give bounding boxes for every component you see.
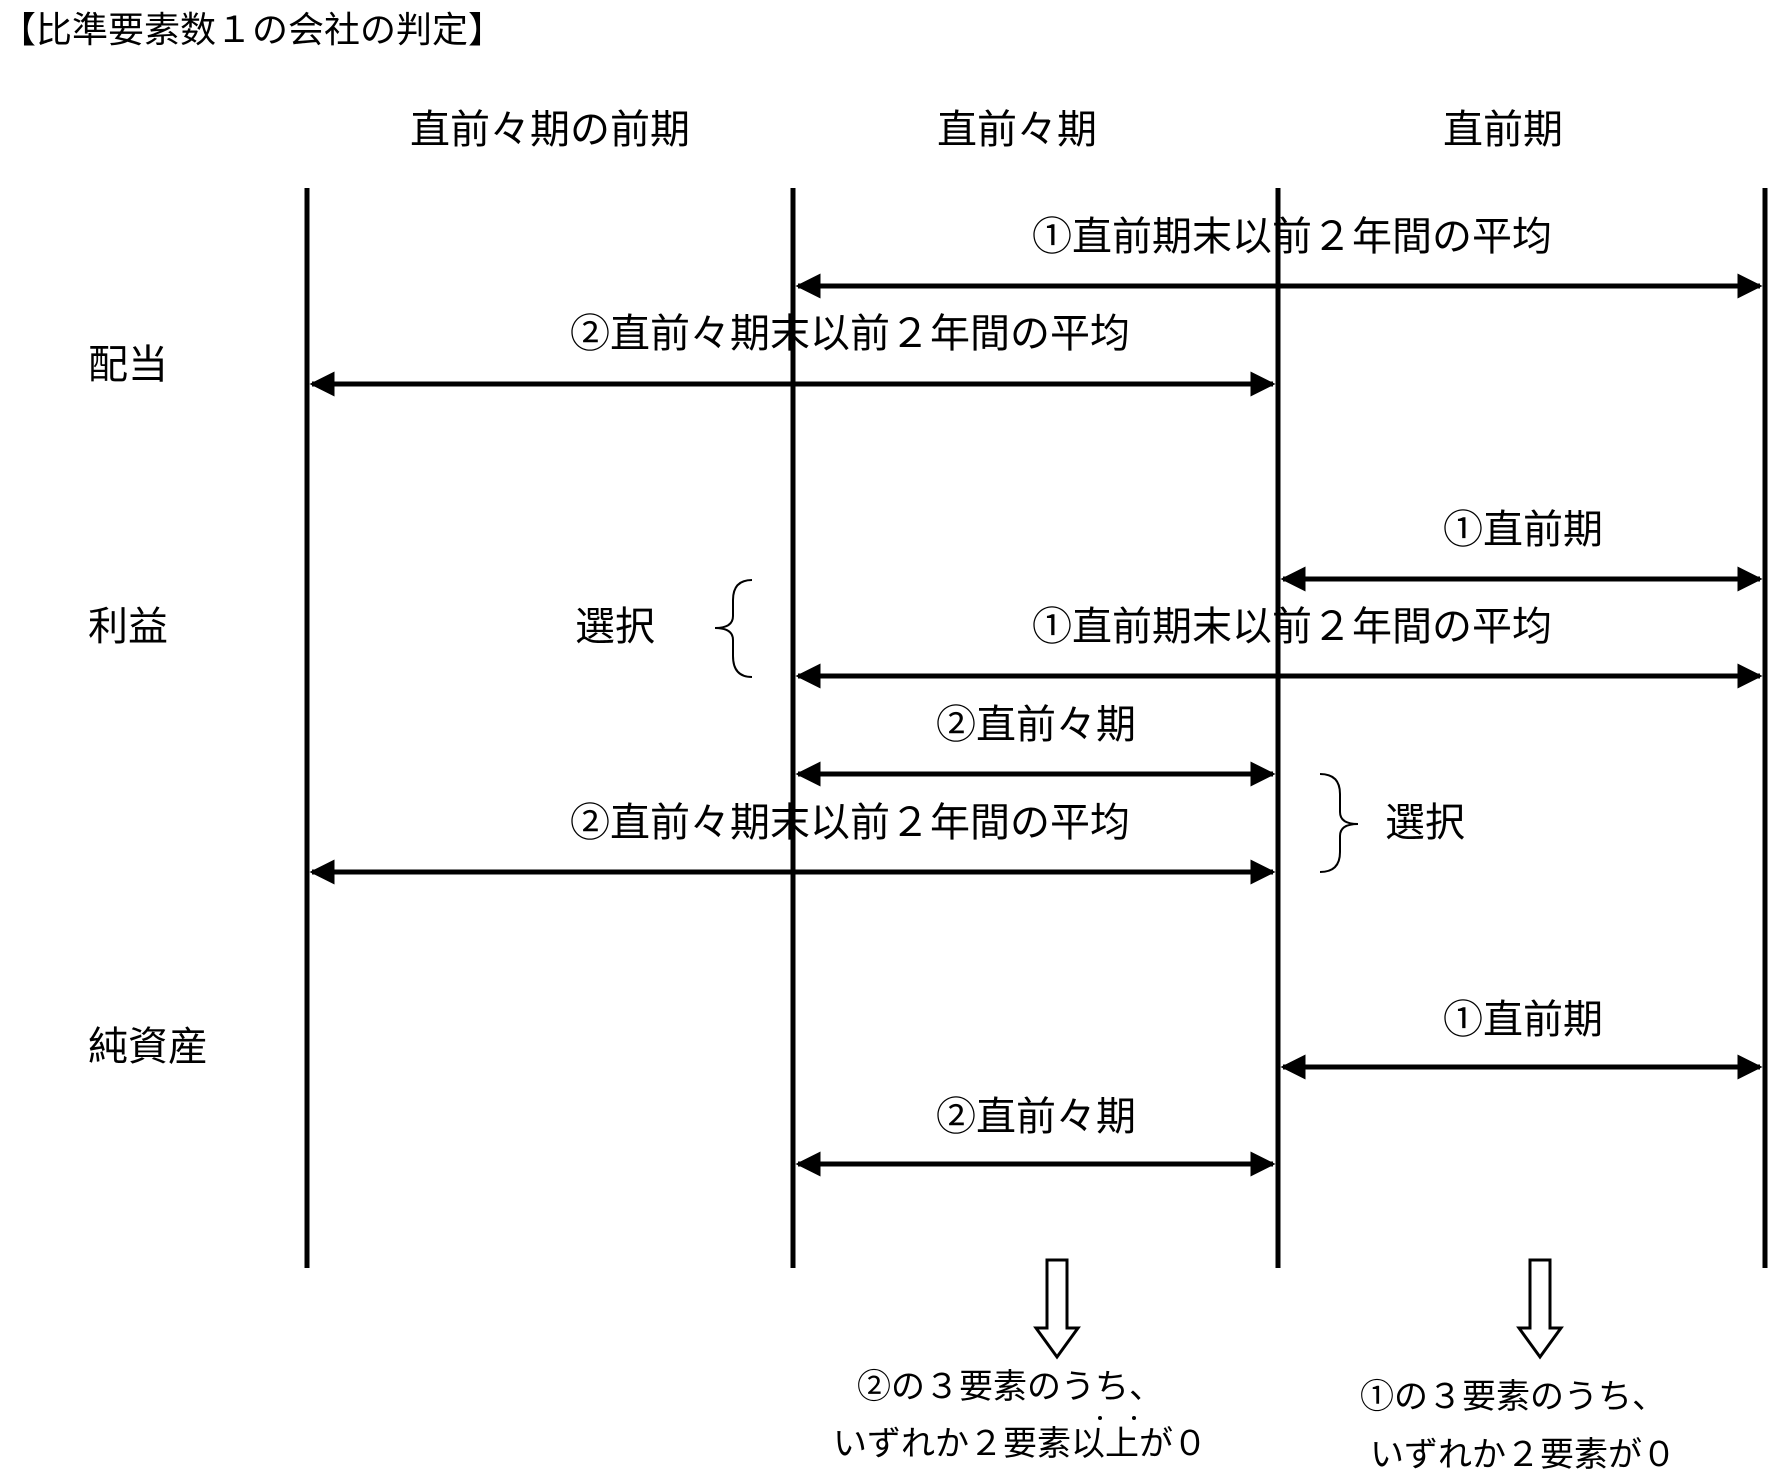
- dividend-avg1-label: ①直前期末以前２年間の平均: [1032, 214, 1552, 260]
- emphasis-dot: [1132, 1416, 1136, 1420]
- conclusion-right-line1: ①の３要素のうち、: [1360, 1377, 1666, 1417]
- select-label-right: 選択: [1385, 800, 1465, 846]
- conclusion-left-line2: いずれか２要素以上が０: [833, 1424, 1207, 1464]
- column-header-previous: 直前期: [1443, 107, 1563, 153]
- profit-prev1-label: ①直前期: [1443, 507, 1603, 553]
- column-header-prior-prior-previous: 直前々期の前期: [410, 107, 690, 153]
- selection-brace-right: [1319, 773, 1359, 873]
- profit-prev2-label: ②直前々期: [936, 702, 1136, 748]
- profit-avg2-label: ②直前々期末以前２年間の平均: [570, 800, 1130, 846]
- net-assets-prev1-label: ①直前期: [1443, 997, 1603, 1043]
- page-title: 【比準要素数１の会社の判定】: [0, 10, 504, 51]
- conclusion-left-line1: ②の３要素のうち、: [857, 1367, 1163, 1407]
- emphasis-dot: [1098, 1416, 1102, 1420]
- column-header-prior-previous: 直前々期: [937, 107, 1097, 153]
- net-assets-prev2-label: ②直前々期: [936, 1094, 1136, 1140]
- down-arrow-right: [1516, 1258, 1564, 1360]
- row-label-dividend: 配当: [88, 342, 168, 388]
- select-label-left: 選択: [575, 604, 655, 650]
- dividend-avg2-label: ②直前々期末以前２年間の平均: [570, 311, 1130, 357]
- row-label-net-assets: 純資産: [88, 1024, 208, 1070]
- row-label-profit: 利益: [88, 604, 168, 650]
- down-arrow-left: [1033, 1258, 1081, 1360]
- conclusion-right-line2: いずれか２要素が０: [1370, 1435, 1676, 1475]
- selection-brace-left: [714, 579, 753, 678]
- profit-avg1-label: ①直前期末以前２年間の平均: [1032, 604, 1552, 650]
